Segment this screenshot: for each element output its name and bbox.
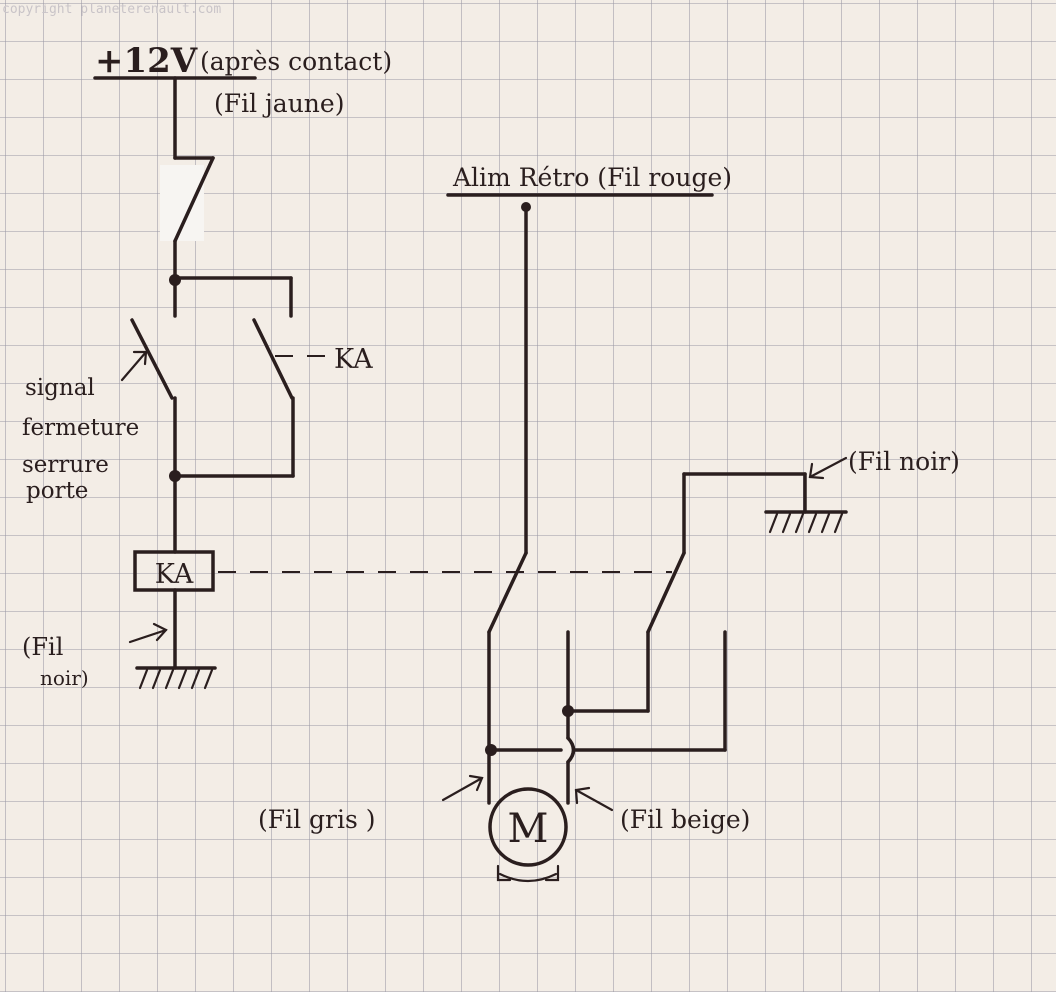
junction-dot	[169, 274, 181, 286]
signal-label-2: fermeture	[22, 415, 139, 441]
watermark: copyright planeterenault.com	[2, 2, 221, 17]
ground-right-label: (Fil noir)	[848, 447, 960, 476]
changeover-contact-2	[646, 472, 807, 752]
ka-contact-label: KA	[334, 344, 373, 375]
signal-arrow	[120, 350, 148, 382]
supply-note: (après contact)	[200, 47, 392, 76]
ka-contact	[252, 318, 330, 478]
double-arrow-icon	[496, 864, 560, 883]
signal-label-1: signal	[25, 375, 95, 401]
motor-icon	[488, 787, 568, 867]
motor-label: M	[508, 806, 549, 852]
supply-rail	[93, 76, 257, 160]
grey-wire-label: (Fil gris )	[258, 805, 376, 834]
relay-coil-label: KA	[155, 559, 194, 590]
fuse	[160, 156, 215, 318]
grey-wire-arrow	[441, 774, 484, 802]
changeover-contact-1	[487, 551, 570, 752]
wire-crossover	[566, 736, 576, 764]
signal-label-3: serrure	[22, 452, 109, 478]
ground-left-arrow	[128, 622, 168, 644]
signal-label-4: porte	[26, 478, 88, 504]
beige-wire-arrow	[574, 786, 614, 812]
ground-icon	[135, 666, 217, 690]
mirror-feed-label: Alim Rétro (Fil rouge)	[452, 163, 732, 192]
beige-wire-label: (Fil beige)	[620, 805, 750, 834]
relay-coil	[133, 550, 215, 670]
ground-right-arrow	[808, 456, 848, 480]
ground-left-label-1: (Fil	[22, 633, 63, 661]
supply-wire-label: (Fil jaune)	[214, 89, 344, 118]
supply-label: +12V	[95, 41, 198, 81]
ground-icon	[764, 510, 848, 534]
ground-left-label-2: noir)	[40, 666, 89, 690]
